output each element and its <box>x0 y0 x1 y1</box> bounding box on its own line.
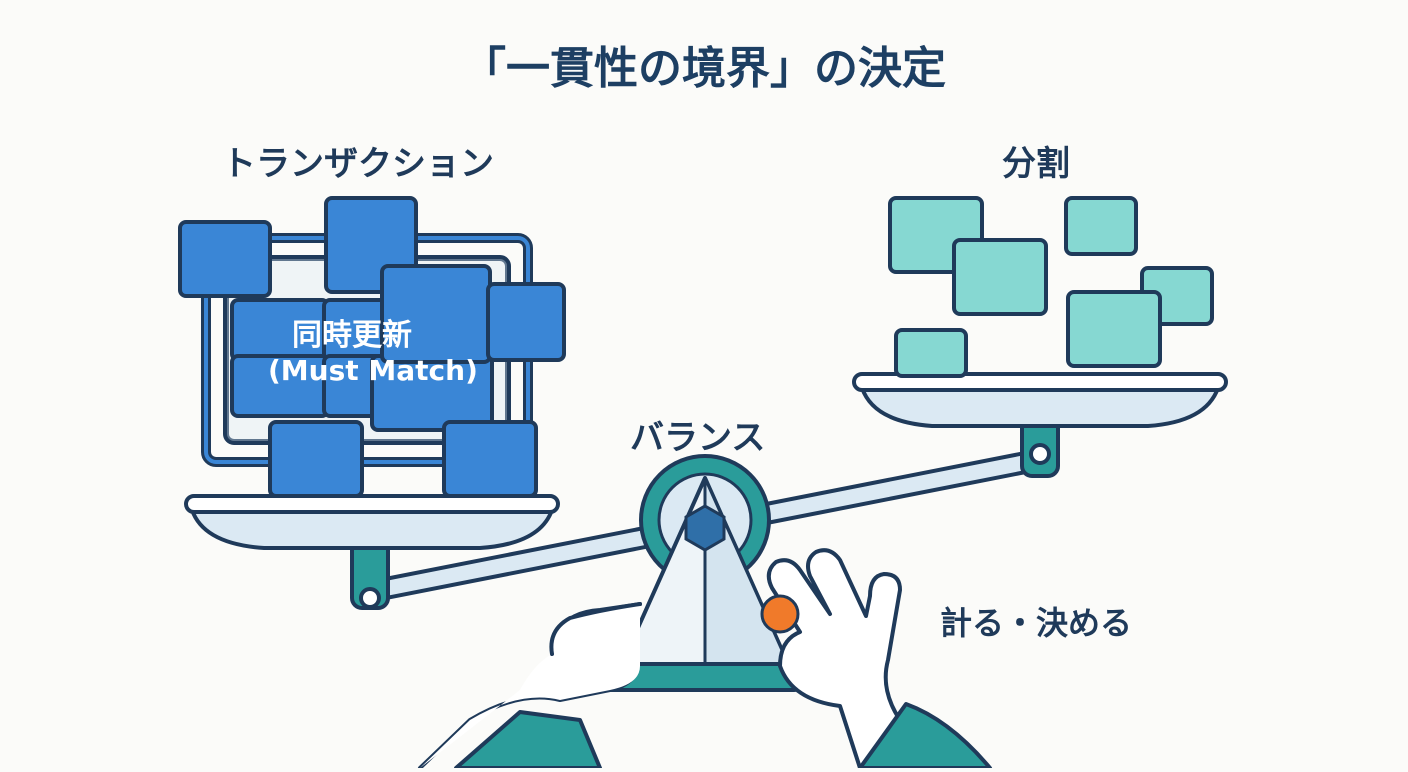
right-hanger <box>1020 416 1060 478</box>
blue-block <box>178 220 272 298</box>
right-pan <box>852 372 1228 428</box>
transaction-label: トランザクション <box>222 144 494 184</box>
hexagon-icon <box>684 504 726 552</box>
left-hand-icon <box>418 602 642 770</box>
simultaneous-update-label: 同時更新 <box>292 318 412 353</box>
page-title: 「一貫性の境界」の決定 <box>462 43 946 94</box>
blue-block <box>486 282 566 362</box>
orange-knob-icon <box>760 594 800 634</box>
fulcrum <box>588 454 802 692</box>
teal-block <box>1064 196 1138 256</box>
blue-block <box>268 420 364 498</box>
measure-decide-label: 計る・決める <box>940 604 1133 642</box>
blue-block <box>442 420 538 498</box>
transaction-block-cluster <box>178 196 566 498</box>
split-label: 分割 <box>1002 144 1070 184</box>
right-hand-icon <box>760 548 992 770</box>
left-hanger <box>350 538 390 610</box>
teal-block <box>1066 290 1162 368</box>
left-pan <box>184 494 560 550</box>
must-match-label: (Must Match) <box>268 354 478 387</box>
teal-block <box>952 238 1048 316</box>
balance-label: バランス <box>630 418 766 458</box>
split-block-group <box>888 196 1214 378</box>
teal-block <box>894 328 968 378</box>
